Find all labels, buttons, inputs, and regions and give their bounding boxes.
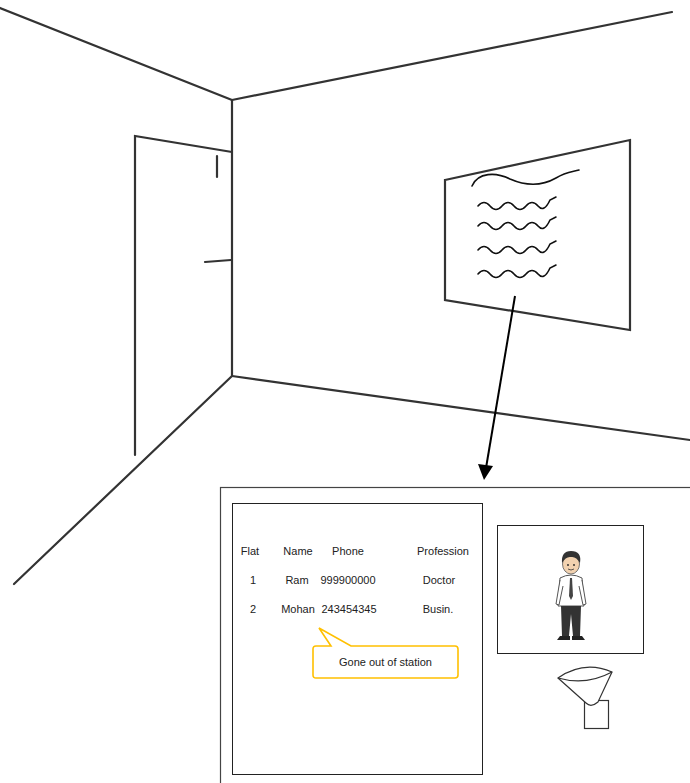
floor-edge bbox=[232, 376, 690, 440]
table-cell: Profession bbox=[417, 545, 469, 557]
eye bbox=[573, 564, 575, 566]
speaker-device bbox=[558, 667, 612, 728]
table-cell: 243454345 bbox=[321, 603, 376, 615]
floor-edge bbox=[14, 376, 232, 584]
table-cell: Phone bbox=[332, 545, 364, 557]
table-box: Flat Name Phone Profession 1 Ram 999900000 Doct… bbox=[232, 503, 483, 775]
table-cell: Doctor bbox=[423, 574, 455, 586]
wall-corner bbox=[231, 100, 233, 376]
table-cell: Mohan bbox=[281, 603, 315, 615]
table-cell: Name bbox=[283, 545, 312, 557]
table-cell: Ram bbox=[285, 574, 308, 586]
table-cell: Flat bbox=[241, 545, 259, 557]
arm bbox=[556, 580, 563, 605]
scribble bbox=[478, 241, 556, 254]
callout-box: Gone out of station bbox=[313, 646, 458, 678]
callout-note: Gone out of station bbox=[339, 656, 432, 668]
scribble bbox=[478, 265, 556, 278]
table-cell: 999900000 bbox=[320, 574, 375, 586]
man-figure bbox=[556, 551, 586, 640]
zoom-panel bbox=[221, 488, 690, 783]
shoe bbox=[572, 636, 585, 640]
scribble bbox=[472, 170, 579, 186]
callout-shape bbox=[313, 628, 458, 678]
zoom-arrow bbox=[486, 296, 515, 468]
trousers bbox=[561, 606, 581, 636]
table-cell: 1 bbox=[250, 574, 256, 586]
picture-frame bbox=[498, 526, 644, 654]
mustache bbox=[568, 569, 574, 570]
arm bbox=[579, 580, 586, 605]
device-rim bbox=[558, 672, 612, 681]
ceiling-edge bbox=[232, 12, 672, 100]
door-frame bbox=[135, 136, 232, 455]
arrow-head bbox=[478, 464, 493, 480]
ceiling-edge bbox=[0, 8, 232, 100]
shoe bbox=[557, 636, 570, 640]
wall-notice-board bbox=[445, 140, 630, 330]
tie bbox=[569, 578, 573, 600]
scribble bbox=[478, 217, 556, 230]
table-cell: 2 bbox=[250, 603, 256, 615]
device-cone bbox=[558, 667, 612, 705]
table-cell: Busin. bbox=[423, 603, 454, 615]
eye bbox=[567, 564, 569, 566]
scribble bbox=[478, 197, 556, 210]
hair bbox=[562, 551, 580, 563]
door-mark bbox=[216, 156, 218, 177]
door-handle bbox=[205, 260, 231, 262]
